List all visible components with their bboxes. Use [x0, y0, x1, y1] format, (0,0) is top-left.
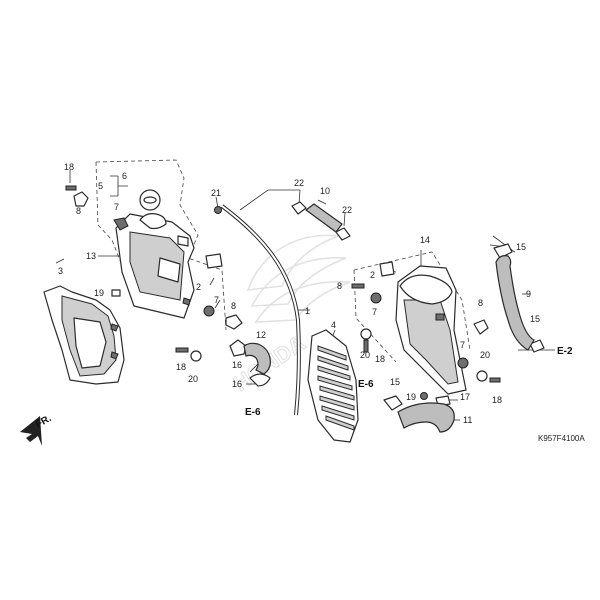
callout-10: 10: [320, 186, 330, 196]
clip-19-a: [111, 289, 121, 297]
clip-19-b: [420, 392, 428, 400]
callout-16-b: 16: [232, 379, 242, 389]
callout-14: 14: [420, 235, 430, 245]
callout-17: 17: [460, 392, 470, 402]
collar-7-a: [113, 217, 129, 231]
washer-20-c: [476, 370, 488, 382]
clamp-15-b: [383, 395, 403, 411]
callout-8-d: 8: [478, 298, 483, 308]
part-12-hose: [243, 342, 271, 375]
bolt-18-c: [363, 339, 369, 353]
callout-15-b: 15: [390, 377, 400, 387]
clamp-16-b: [249, 373, 271, 387]
direction-label: FR.: [34, 413, 54, 431]
front-direction-arrow: [20, 416, 42, 446]
bolt-8-c: [351, 283, 365, 289]
part-11-hose: [397, 402, 455, 433]
clamp-22-a: [291, 201, 307, 215]
washer-20-a: [190, 350, 202, 362]
callout-4: 4: [331, 320, 336, 330]
callout-16-a: 16: [232, 360, 242, 370]
callout-2-a: 2: [196, 282, 201, 292]
callout-19-b: 19: [406, 392, 416, 402]
clip-2-a: [205, 253, 223, 269]
part-10-hose: [291, 201, 351, 241]
callout-20-b: 20: [360, 350, 370, 360]
callout-18-c: 18: [375, 354, 385, 364]
callout-7-c: 7: [372, 307, 377, 317]
callout-2-b: 2: [370, 270, 375, 280]
callout-22-b: 22: [342, 205, 352, 215]
callout-numbers: 18 8 5 6 7 13 3 19 21 2 7 8 12 16 18 20 …: [58, 162, 540, 425]
clamp-22-b: [335, 227, 351, 241]
part-3-left-shroud: [43, 285, 125, 385]
bolt-18-d: [489, 377, 501, 383]
callout-7-b: 7: [214, 295, 219, 305]
callout-8-c: 8: [337, 281, 342, 291]
callout-8-a: 8: [76, 206, 81, 216]
ref-right-lower: E-6: [358, 379, 374, 390]
callout-5: 5: [98, 181, 103, 191]
clamp-16-a: [229, 339, 247, 357]
callout-11: 11: [463, 415, 472, 425]
clamp-15-a: [493, 243, 513, 259]
grommet-8-d: [473, 319, 489, 335]
washer-20-b: [360, 328, 372, 340]
bolt-18-a: [65, 185, 77, 191]
ref-left: E-6: [245, 407, 261, 418]
callout-12: 12: [256, 330, 266, 340]
callout-20-c: 20: [480, 350, 490, 360]
collar-7-c: [370, 292, 382, 304]
figure-code: K957F4100A: [538, 434, 585, 443]
part-9-hose: [495, 255, 535, 351]
callout-3: 3: [58, 266, 63, 276]
collar-7-b: [203, 305, 215, 317]
callout-15-a: 15: [516, 242, 526, 252]
callout-1: 1: [305, 306, 310, 316]
bolt-18-b: [175, 347, 189, 353]
right-hardware: [351, 243, 545, 411]
clamp-15-c: [529, 339, 545, 353]
callout-18-d: 18: [492, 395, 502, 405]
part-14-radiator: [370, 261, 469, 395]
clip-2-b: [379, 261, 395, 277]
callout-18-b: 18: [176, 362, 186, 372]
grommet-8-b: [225, 314, 243, 330]
callout-21: 21: [211, 188, 221, 198]
ref-right: E-2: [557, 346, 573, 357]
part-4-radiator-grille: [307, 329, 359, 443]
callout-19-a: 19: [94, 288, 104, 298]
callout-18-a: 18: [64, 162, 74, 172]
callout-7-d: 7: [460, 340, 465, 350]
left-hardware: [65, 185, 271, 387]
clip-21: [214, 206, 222, 214]
callout-13: 13: [86, 251, 96, 261]
part-13-reserve-tank: [115, 189, 195, 319]
callout-7-a: 7: [114, 202, 119, 212]
grommet-8-a: [73, 191, 89, 207]
callout-22-a: 22: [294, 178, 304, 188]
callout-9: 9: [526, 289, 531, 299]
callout-20-a: 20: [188, 374, 198, 384]
callout-8-b: 8: [231, 301, 236, 311]
collar-7-d: [457, 357, 469, 369]
callout-15-c: 15: [530, 314, 540, 324]
callout-6: 6: [122, 171, 127, 181]
